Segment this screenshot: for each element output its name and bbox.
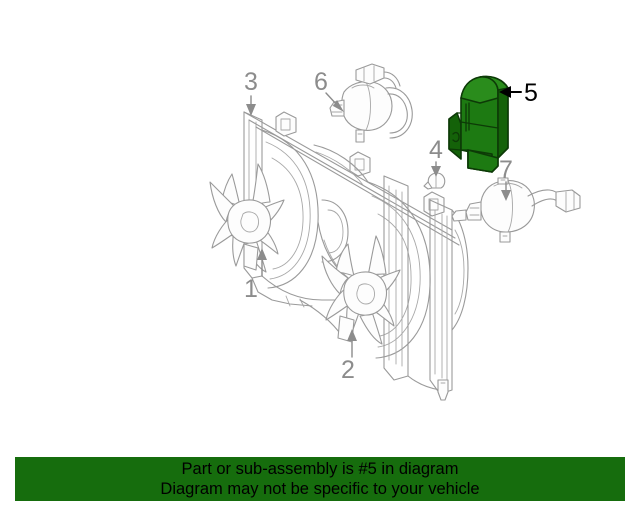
callout-label-2: 2	[341, 356, 355, 384]
callout-label-3: 3	[244, 68, 258, 96]
radiator-fan-shroud-assembly	[225, 111, 469, 401]
callout-arrow-5	[499, 86, 522, 98]
callout-arrow-2	[347, 329, 357, 358]
callout-arrow-1	[257, 248, 267, 277]
fan-blade-left	[209, 163, 285, 273]
callout-arrow-6	[325, 92, 344, 112]
callout-label-1: 1	[244, 275, 258, 303]
callout-arrow-4	[431, 161, 441, 177]
cooling-fan-control-module	[448, 75, 509, 173]
fan-motor-lower	[451, 177, 581, 243]
callout-arrow-7	[501, 181, 511, 201]
callout-label-6: 6	[314, 68, 328, 96]
fan-blade-right	[321, 235, 401, 345]
callout-label-4: 4	[429, 136, 443, 164]
callout-arrow-3	[246, 95, 256, 116]
callout-label-5: 5	[524, 79, 538, 107]
info-banner: Part or sub-assembly is #5 in diagram Di…	[15, 457, 625, 501]
fan-motor-upper	[329, 63, 413, 143]
clip-fastener	[423, 172, 446, 190]
banner-line-disclaimer: Diagram may not be specific to your vehi…	[160, 480, 480, 498]
callout-label-7: 7	[499, 156, 513, 184]
banner-line-part-number: Part or sub-assembly is #5 in diagram	[181, 460, 459, 478]
